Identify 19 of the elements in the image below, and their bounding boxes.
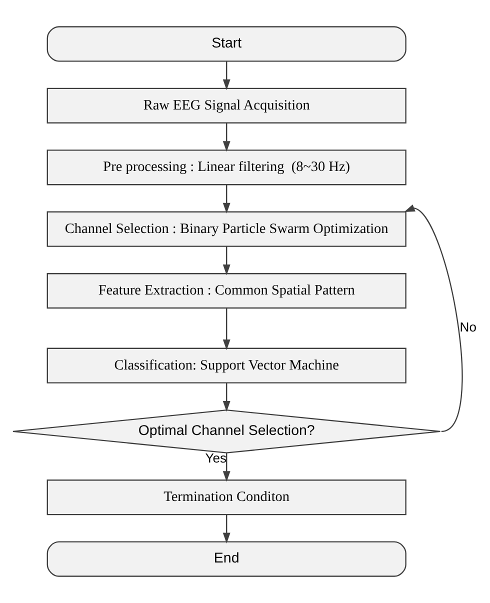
node-box: Pre processing : Linear filtering (8~30 Hz) xyxy=(46,150,406,186)
arrow xyxy=(222,382,230,412)
arrow xyxy=(222,184,230,214)
node-box: Termination Conditon xyxy=(46,480,406,516)
node-box: Start xyxy=(46,26,406,62)
node-box: Feature Extraction : Common Spatial Pattern xyxy=(46,273,406,309)
arrow xyxy=(222,123,230,152)
node-box: End xyxy=(46,541,406,577)
arrow xyxy=(222,308,230,350)
arrow xyxy=(222,514,230,544)
arrow xyxy=(404,204,463,432)
node-box: Classification: Support Vector Machine xyxy=(46,348,406,384)
node-diamond: Optimal Channel Selection? xyxy=(12,410,441,454)
arrow xyxy=(222,61,230,90)
arrow xyxy=(222,453,230,482)
arrow xyxy=(222,246,230,276)
node-box: Channel Selection : Binary Particle Swarm Optimization xyxy=(46,211,406,247)
node-box: Raw EEG Signal Acquisition xyxy=(46,88,406,124)
edge-label: No xyxy=(460,320,476,335)
